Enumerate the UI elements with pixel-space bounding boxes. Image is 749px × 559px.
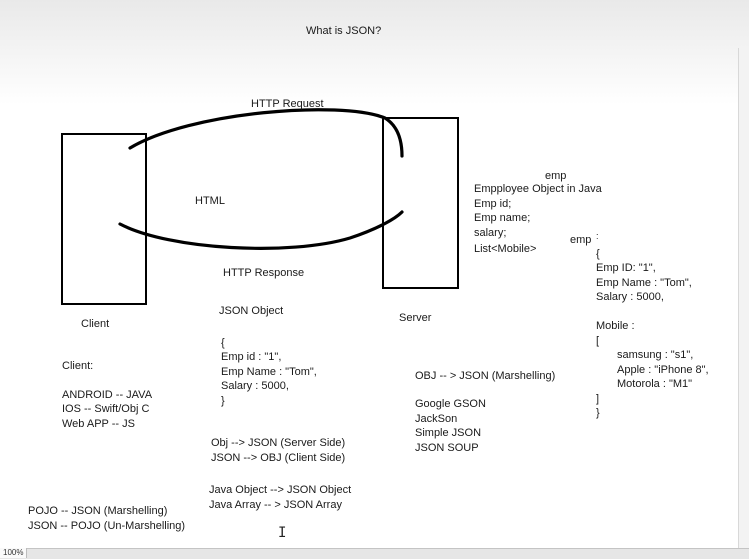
obj-to-json: Obj --> JSON (Server Side): [211, 437, 346, 449]
client-line-webapp: Web APP -- JS: [62, 418, 135, 430]
json-to-obj: JSON --> OBJ (Client Side): [211, 452, 346, 464]
json-object-line: Salary : 5000,: [221, 380, 289, 392]
page-title: What is JSON?: [306, 25, 382, 37]
emp-json-line: Mobile :: [596, 320, 635, 332]
http-request-curve: [128, 108, 404, 158]
library-item: JSON SOUP: [415, 442, 479, 454]
pojo-unmarshal: JSON -- POJO (Un-Marshelling): [28, 520, 186, 532]
emp-json-line: Emp ID: "1",: [596, 262, 656, 274]
emp-json-line: Apple : "iPhone 8",: [617, 364, 709, 376]
emp-json-line: Motorola : "M1": [617, 378, 693, 390]
server-note-line: List<Mobile>: [474, 243, 537, 255]
server-note-line: Empployee Object in Java: [474, 183, 602, 195]
emp-json-line: Salary : 5000,: [596, 291, 664, 303]
emp-json-label: emp: [570, 234, 592, 246]
http-response-label: HTTP Response: [223, 267, 305, 279]
obj-json-marshalling: OBJ -- > JSON (Marshelling): [415, 370, 556, 382]
emp-label: emp: [545, 170, 567, 182]
json-object-line: }: [221, 395, 225, 407]
status-bar: [0, 548, 749, 559]
html-label: HTML: [195, 195, 225, 207]
emp-json-line: ]: [596, 393, 600, 405]
server-note-line: salary;: [474, 227, 507, 239]
library-item: JackSon: [415, 413, 458, 425]
emp-json-line: [: [596, 335, 600, 347]
client-line-ios: IOS -- Swift/Obj C: [62, 403, 150, 415]
json-object-heading: JSON Object: [219, 305, 284, 317]
client-box: [61, 133, 147, 305]
vertical-scrollbar[interactable]: [738, 48, 749, 550]
java-object-conversion: Java Object --> JSON Object: [209, 484, 352, 496]
server-label: Server: [399, 312, 432, 324]
client-label: Client: [81, 318, 110, 330]
emp-json-line: {: [596, 248, 600, 260]
emp-json-line: samsung : "s1",: [617, 349, 694, 361]
emp-json-line: }: [596, 407, 600, 419]
zoom-level[interactable]: 100%: [0, 548, 28, 558]
emp-json-line: Emp Name : "Tom",: [596, 277, 692, 289]
http-response-curve: [118, 210, 404, 250]
server-box: [382, 117, 459, 289]
pojo-marshal: POJO -- JSON (Marshelling): [28, 505, 168, 517]
java-array-conversion: Java Array -- > JSON Array: [209, 499, 342, 511]
text-cursor-icon: I: [278, 525, 287, 541]
library-item: Google GSON: [415, 398, 486, 410]
http-request-label: HTTP Request: [251, 98, 324, 110]
client-line-android: ANDROID -- JAVA: [62, 389, 153, 401]
emp-json-colon: :: [596, 231, 599, 241]
json-object-line: Emp Name : "Tom",: [221, 366, 317, 378]
json-object-line: {: [221, 337, 225, 349]
server-note-line: Emp id;: [474, 198, 512, 210]
server-note-line: Emp name;: [474, 212, 531, 224]
client-heading: Client:: [62, 360, 94, 372]
json-object-line: Emp id : "1",: [221, 351, 282, 363]
top-fade: [0, 0, 749, 105]
library-item: Simple JSON: [415, 427, 482, 439]
